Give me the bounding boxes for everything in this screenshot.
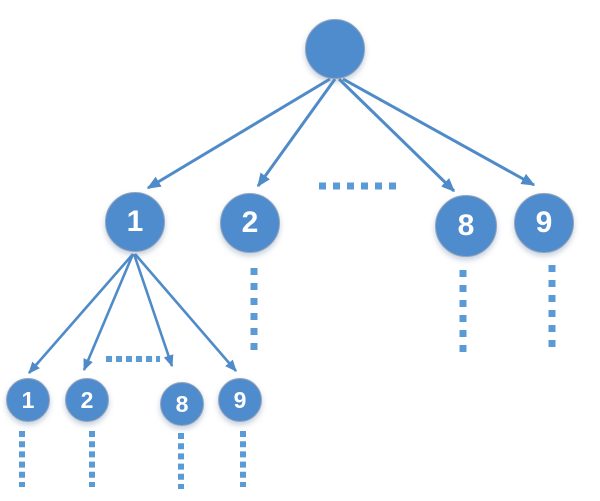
node-label: 9 <box>535 206 553 239</box>
edge-node1-to-sub8 <box>132 253 174 368</box>
node-label: 8 <box>175 390 189 417</box>
edge-node1-to-sub9 <box>134 253 237 372</box>
node-level3-2: 2 <box>65 378 109 422</box>
edge-root-to-node2 <box>256 78 337 188</box>
node-label: 2 <box>80 386 94 413</box>
node-level3-1: 1 <box>6 378 50 422</box>
edge-root-to-node8 <box>337 77 456 193</box>
node-label: 8 <box>457 209 475 242</box>
node-level3-8: 8 <box>160 382 204 426</box>
node-level2-8: 8 <box>435 195 497 257</box>
node-label: 1 <box>126 205 144 238</box>
node-level2-9: 9 <box>514 193 574 253</box>
edge-node1-to-sub2 <box>82 253 135 372</box>
node-level2-1: 1 <box>105 192 165 252</box>
node-label: 2 <box>241 206 259 239</box>
node-root <box>305 19 365 79</box>
edge-root-to-node9 <box>342 77 536 187</box>
node-level2-2: 2 <box>220 193 280 253</box>
edge-node1-to-sub1 <box>28 253 134 374</box>
node-label: 9 <box>233 386 247 413</box>
edge-root-to-node1 <box>146 77 331 190</box>
node-label: 1 <box>21 386 35 413</box>
node-level3-9: 9 <box>218 378 262 422</box>
